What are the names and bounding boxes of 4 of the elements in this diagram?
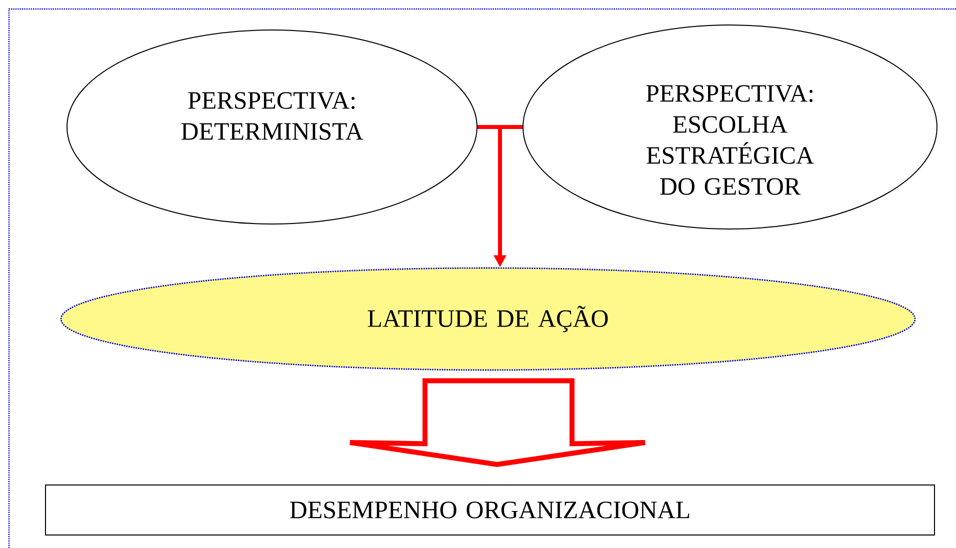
ellipse-node: PERSPECTIVA: ESCOLHA ESTRATÉGICA DO GESTOR — [522, 24, 938, 230]
ellipse-node: PERSPECTIVA: DETERMINISTA — [66, 30, 478, 224]
result-box: DESEMPENHO ORGANIZACIONAL — [45, 484, 935, 536]
block-arrow — [348, 378, 648, 468]
